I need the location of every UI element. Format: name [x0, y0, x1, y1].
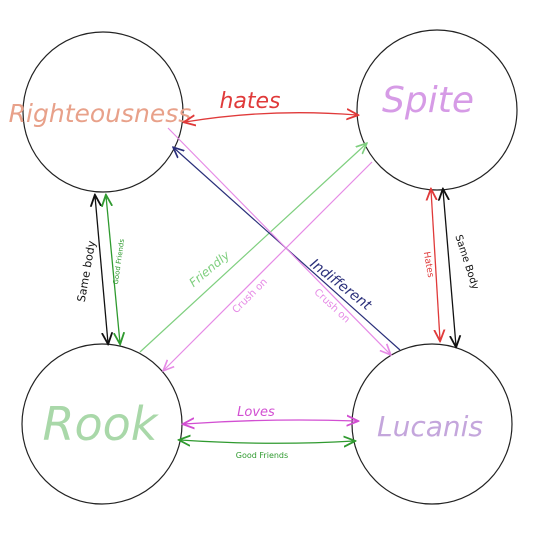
- edge-hates-right-label: Hates: [421, 251, 435, 279]
- edge-same-body-right: [443, 190, 456, 346]
- edge-good-friends-left-label: Good Friends: [112, 238, 126, 285]
- edge-same-body-right-label: Same Body: [452, 234, 480, 291]
- edge-hates-top-label: hates: [219, 89, 280, 114]
- edge-loves: [184, 420, 357, 424]
- edge-same-body-left: [95, 196, 108, 343]
- edge-friendly: [139, 144, 366, 353]
- node-lucanis-label: Lucanis: [377, 410, 483, 443]
- edge-good-friends-bottom: [180, 440, 354, 443]
- edge-good-friends-bottom-label: Good Friends: [236, 451, 288, 460]
- edge-loves-label: Loves: [237, 405, 275, 420]
- edge-same-body-left-label: Same body: [75, 239, 99, 303]
- edge-friendly-label: Friendly: [186, 248, 233, 290]
- edge-good-friends-left: [106, 196, 120, 343]
- node-rook-label: Rook: [43, 397, 160, 451]
- node-spite-label: Spite: [382, 80, 474, 121]
- edge-crush-right: [167, 127, 390, 354]
- node-righteousness-label: Righteousness: [9, 99, 192, 128]
- edge-crush-left: [164, 161, 373, 370]
- edge-indifferent-label: Indifferent: [307, 256, 375, 314]
- edge-crush-left-label: Crush on: [231, 277, 270, 316]
- edge-hates-top: [185, 113, 357, 122]
